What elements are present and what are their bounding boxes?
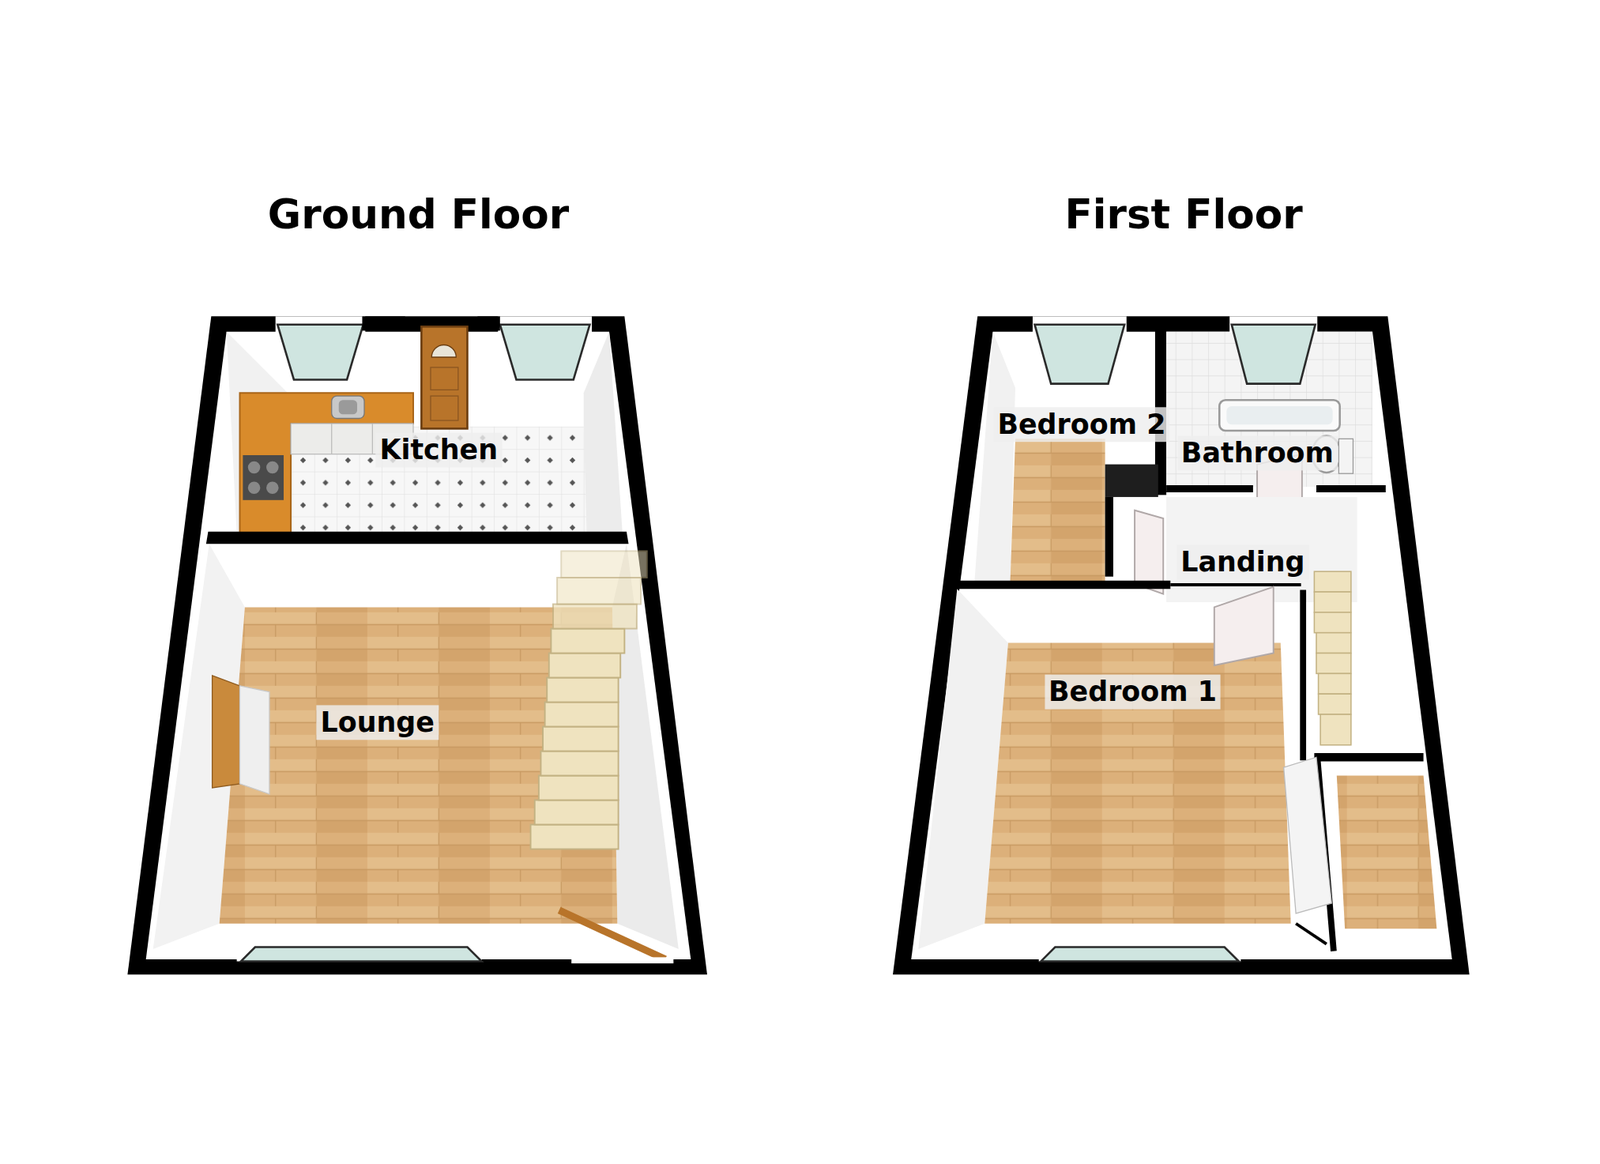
- plan-line: [372, 423, 373, 455]
- plan-rect: [430, 367, 459, 390]
- plan-line: [1295, 923, 1327, 945]
- plan-circle: [248, 481, 260, 494]
- plan-rect: [1039, 946, 1242, 961]
- plan-polygon: [212, 675, 241, 788]
- plan-rect: [477, 316, 500, 331]
- plan-line: [1316, 485, 1386, 493]
- plan-polygon: [1231, 324, 1316, 384]
- plan-rect: [530, 824, 619, 849]
- plan-rect: [1320, 714, 1352, 746]
- first-floor-plan: [892, 316, 1470, 975]
- plan-rect: [1226, 406, 1333, 425]
- room-name: Landing: [1180, 545, 1305, 579]
- plan-rect: [557, 577, 641, 605]
- plan-polygon: [974, 331, 1016, 582]
- plan-polygon: [127, 316, 708, 975]
- plan-rect: [571, 956, 674, 964]
- plan-rect: [553, 604, 637, 629]
- plan-polygon: [911, 331, 1452, 960]
- plan-rect: [1219, 399, 1340, 431]
- plan-polygon: [1035, 324, 1126, 384]
- floor-heading: Ground Floor: [127, 189, 709, 239]
- plan-line: [1299, 589, 1307, 761]
- plan-polygon: [1010, 438, 1106, 582]
- room-label: Landing: [1176, 545, 1310, 580]
- plan-rect: [242, 455, 284, 501]
- room-label: Bedroom 1: [1044, 674, 1221, 710]
- staircase: [1313, 571, 1351, 746]
- plan-rect: [560, 550, 647, 578]
- plan-polygon: [277, 324, 363, 381]
- plan-polygon: [1040, 946, 1239, 961]
- plan-rect: [1338, 438, 1353, 474]
- plan-circle: [248, 461, 260, 474]
- plan-rect: [331, 395, 365, 418]
- plan-rect: [1313, 571, 1351, 592]
- plan-rect: [538, 775, 619, 801]
- plan-polygon: [206, 531, 629, 544]
- plan-line: [1166, 485, 1254, 493]
- plan-rect: [542, 726, 619, 752]
- plan-rect: [237, 946, 482, 961]
- plan-polygon: [892, 316, 1470, 975]
- plan-line: [1170, 583, 1301, 587]
- ground-floor-plan: [127, 316, 708, 975]
- plan-polygon: [1283, 756, 1333, 914]
- plan-polygon: [1336, 775, 1438, 930]
- plan-rect: [549, 653, 621, 678]
- floor-heading: First Floor: [892, 189, 1475, 239]
- plan-rect: [1105, 496, 1114, 577]
- plan-rect: [1313, 612, 1351, 633]
- plan-line: [956, 580, 1171, 589]
- plan-polygon: [583, 331, 623, 533]
- plan-rect: [534, 799, 619, 825]
- plan-rect: [1105, 464, 1159, 497]
- floor-outline: First FloorBedroom 2 BathroomLandingBedro…: [892, 189, 1475, 980]
- plan-polygon: [146, 331, 692, 960]
- staircase: [530, 550, 648, 849]
- room-name: Bedroom 2: [997, 408, 1166, 441]
- plan-polygon: [500, 324, 591, 381]
- plan-path: [431, 345, 456, 358]
- plan-polygon: [240, 946, 482, 961]
- room-label: Bedroom 2: [993, 406, 1170, 442]
- room-name: Lounge: [320, 706, 435, 739]
- plan-rect: [430, 395, 459, 421]
- plan-rect: [1313, 591, 1351, 613]
- plan-rect: [546, 677, 618, 703]
- plan-rect: [550, 628, 625, 654]
- plan-rect: [1318, 693, 1352, 715]
- plan-rect: [1316, 653, 1352, 674]
- plan-polygon: [984, 643, 1291, 924]
- room-label: Bathroom: [1177, 435, 1338, 471]
- plan-rect: [540, 751, 618, 776]
- plan-rect: [545, 702, 619, 727]
- plan-rect: [338, 399, 358, 415]
- plan-circle: [266, 461, 279, 474]
- plan-rect: [361, 316, 405, 331]
- room-name: Kitchen: [379, 433, 498, 467]
- plan-line: [1313, 752, 1424, 761]
- room-name: Bedroom 1: [1048, 675, 1217, 708]
- plan-polygon: [239, 685, 269, 795]
- plan-circle: [266, 481, 279, 494]
- room-label: Lounge: [316, 704, 439, 740]
- plan-rect: [1316, 632, 1352, 654]
- floor-outline: Ground FloorKitchenLounge: [127, 189, 709, 980]
- room-name: Bathroom: [1181, 436, 1334, 470]
- plan-rect: [421, 326, 467, 429]
- room-label: Kitchen: [375, 432, 502, 468]
- plan-line: [559, 910, 666, 960]
- plan-polygon: [1214, 587, 1274, 666]
- plan-rect: [1318, 673, 1352, 694]
- plan-line: [331, 423, 332, 455]
- plan-polygon: [1166, 496, 1358, 603]
